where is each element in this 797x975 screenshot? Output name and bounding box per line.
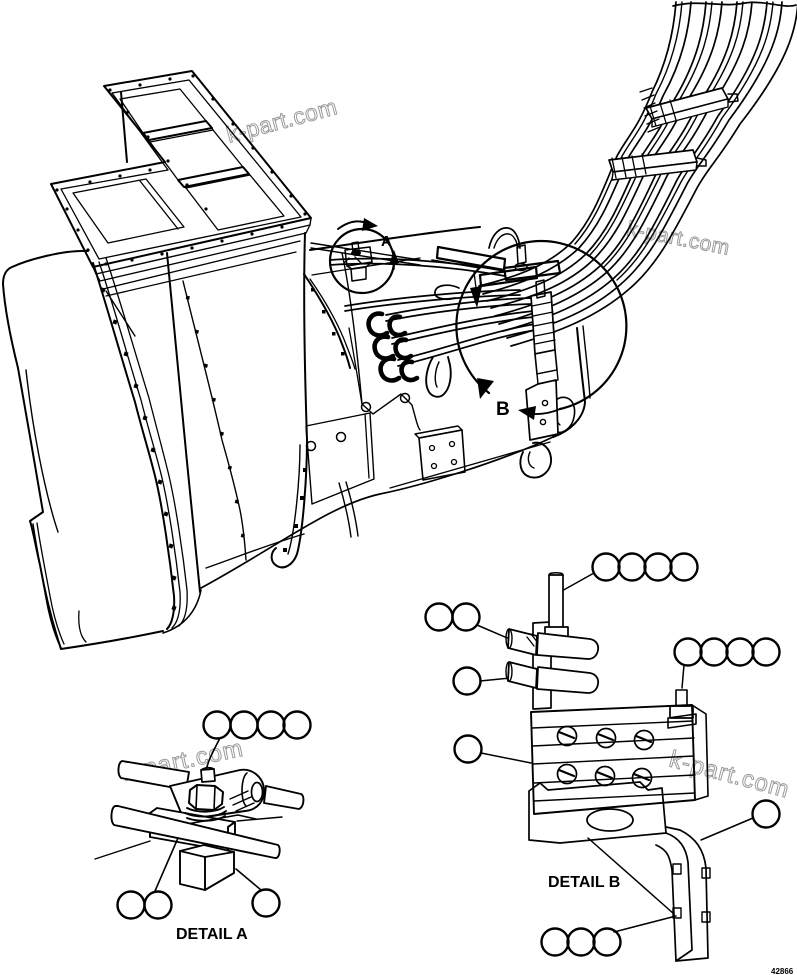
svg-text:A: A bbox=[381, 233, 392, 250]
svg-text:DETAIL A: DETAIL A bbox=[176, 926, 248, 943]
svg-text:k-part.com: k-part.com bbox=[224, 93, 340, 148]
svg-text:k-part.com: k-part.com bbox=[666, 746, 792, 804]
svg-text:42866: 42866 bbox=[771, 967, 794, 975]
svg-text:B: B bbox=[496, 399, 510, 420]
svg-text:DETAIL B: DETAIL B bbox=[548, 874, 620, 891]
